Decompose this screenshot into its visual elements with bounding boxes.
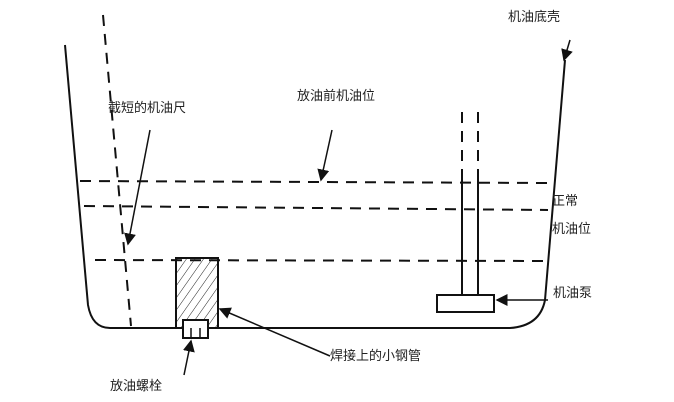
- drain-bolt-label: 放油螺栓: [110, 379, 163, 394]
- welded-pipe-arrow: [218, 307, 331, 357]
- oil-pump-label: 机油泵: [553, 286, 593, 301]
- welded-pipe: [175, 257, 219, 329]
- pre-drain-level-line: [79, 180, 551, 184]
- pre-drain-level-arrow: [317, 129, 333, 182]
- oil-pan-arrow: [561, 39, 573, 62]
- oil-pan-label: 机油底壳: [508, 10, 561, 25]
- pre-drain-level-label: 放油前机油位: [297, 89, 376, 104]
- normal-level-label-2: 机油位: [552, 222, 592, 237]
- welded-pipe-label: 焊接上的小钢管: [330, 349, 422, 364]
- normal-level-label-1: 正常: [552, 194, 579, 209]
- oil-pan-outline: [64, 44, 566, 329]
- oil-pump: [436, 112, 495, 313]
- drain-bolt-arrow: [183, 339, 195, 376]
- dipstick-label: 截短的机油尺: [108, 101, 187, 116]
- dipstick-arrow: [124, 129, 151, 246]
- drain-bolt: [182, 319, 209, 339]
- normal-level-line: [83, 205, 549, 211]
- dipstick-line: [102, 14, 132, 327]
